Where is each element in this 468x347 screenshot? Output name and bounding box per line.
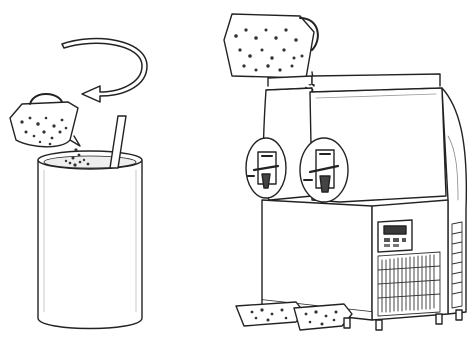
drip-tray-icon [236,302,352,330]
vent-grill [378,252,440,316]
cup-icon [38,151,142,329]
right-panel [224,14,466,330]
left-panel [10,39,147,329]
control-panel-icon [378,220,412,252]
slush-machine-icon [236,74,466,330]
side-vent [452,222,462,308]
right-dispenser [300,138,348,202]
left-dispenser [246,138,286,198]
pitcher-icon [10,94,80,147]
rotate-arrow-icon [62,39,147,102]
